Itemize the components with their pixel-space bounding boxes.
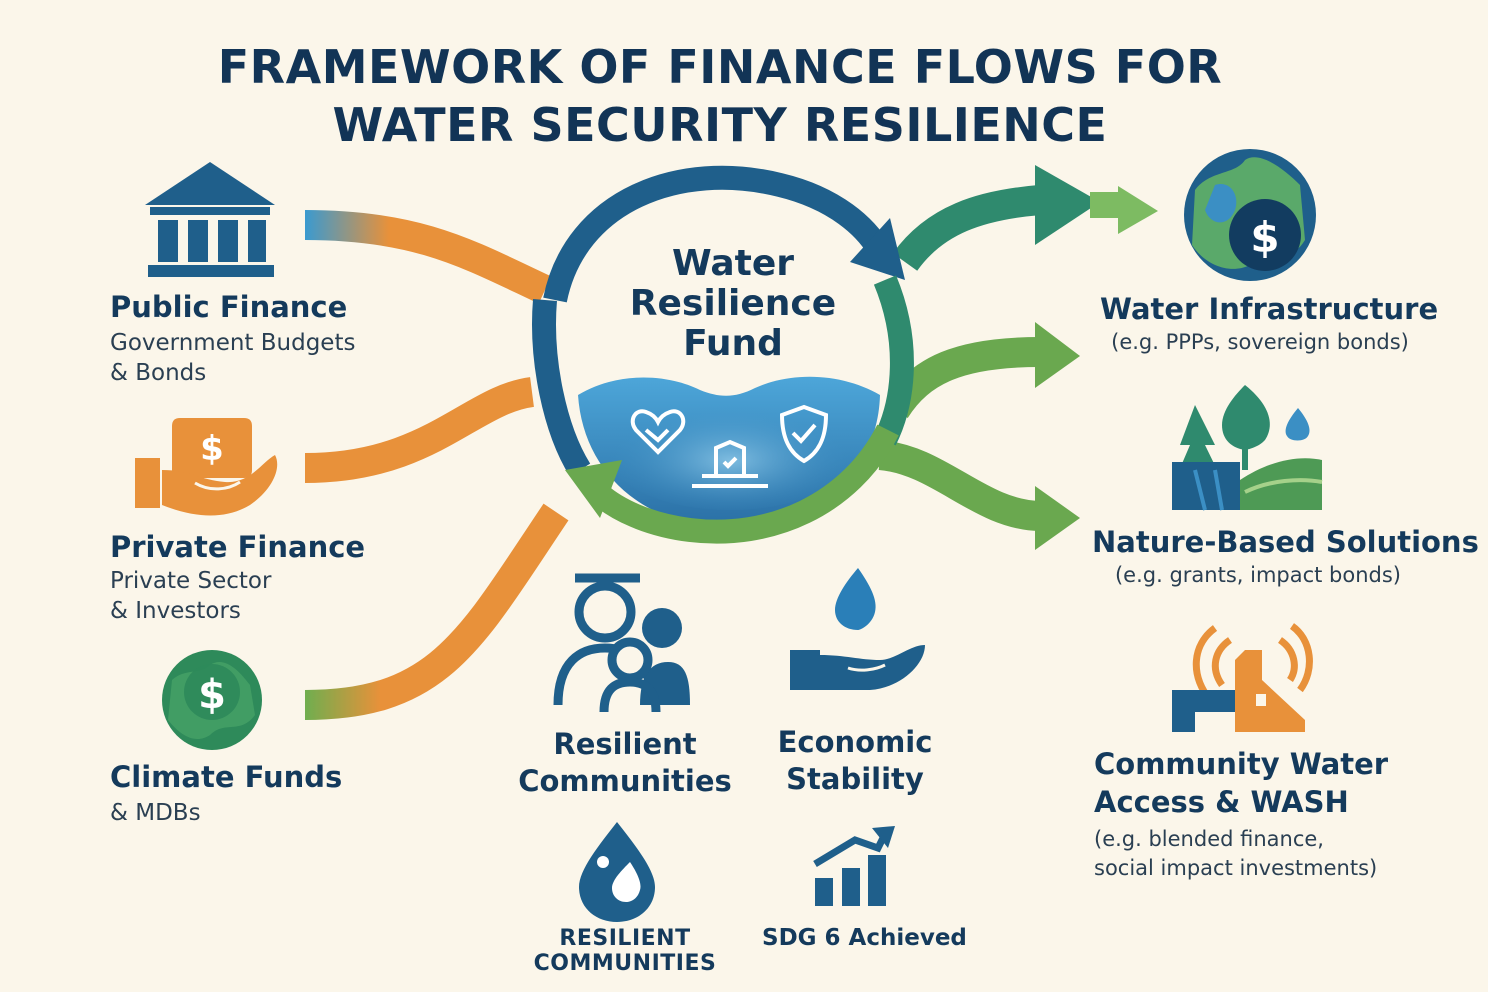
flow-arrow-community — [878, 440, 1042, 531]
climate-globe-dollar-icon: $ — [162, 650, 262, 750]
hand-coin-icon: $ — [135, 418, 278, 516]
fund-cycle-arrow-teal — [873, 275, 914, 446]
destination-subtitle: (e.g. grants, impact bonds) — [1114, 563, 1402, 587]
bank-icon — [145, 162, 275, 277]
source-public-finance: Public Finance Government Budgets & Bond… — [110, 290, 355, 388]
shield-check-icon — [779, 404, 829, 464]
title-line-2: WATER SECURITY RESILIENCE — [332, 98, 1108, 152]
source-title: Climate Funds — [110, 760, 343, 794]
destination-water-infrastructure: Water Infrastructure (e.g. PPPs, soverei… — [1100, 290, 1439, 357]
flow-arrow-public — [304, 210, 552, 304]
outcome-resilient-communities: Resilient Communities — [515, 726, 735, 800]
source-subtitle: Private Sector — [110, 568, 272, 594]
source-subtitle: Government Budgets — [110, 330, 356, 356]
tap-signal-icon — [1172, 623, 1313, 732]
flow-arrow-nature — [882, 337, 1041, 419]
arrowhead-nature — [1035, 322, 1080, 388]
water-drop-icon — [579, 822, 655, 922]
source-subtitle: & Bonds — [110, 360, 207, 386]
flow-arrow-climate — [304, 503, 569, 720]
fund-label-line-3: Fund — [683, 323, 783, 364]
destination-nature-based-solutions: Nature-Based Solutions (e.g. grants, imp… — [1092, 523, 1479, 590]
arrowhead-infrastructure-light — [1118, 186, 1158, 234]
outcome-line: Communities — [518, 764, 732, 798]
source-title: Public Finance — [110, 290, 348, 324]
arrowhead-infrastructure-dark — [1035, 165, 1100, 245]
source-subtitle: & MDBs — [110, 800, 201, 826]
page-title: FRAMEWORK OF FINANCE FLOWS FOR WATER SEC… — [0, 38, 1440, 154]
arrowhead-cycle-green — [565, 460, 622, 518]
svg-text:$: $ — [198, 672, 226, 718]
destination-title: Water Infrastructure — [1100, 292, 1439, 326]
destination-subtitle: (e.g. PPPs, sovereign bonds) — [1111, 330, 1409, 354]
source-climate-funds: Climate Funds & MDBs — [110, 760, 342, 828]
fund-cycle-arrow-blue — [543, 165, 897, 303]
source-title: Private Finance — [110, 530, 366, 564]
family-icon — [553, 573, 690, 713]
source-private-finance: Private Finance Private Sector & Investo… — [110, 530, 365, 626]
destination-title: Nature-Based Solutions — [1092, 525, 1479, 559]
destination-title: Community Water — [1094, 747, 1389, 781]
outcome-line: Resilient — [553, 727, 697, 761]
hand-drop-icon — [790, 568, 925, 690]
destination-subtitle: (e.g. blended finance, — [1094, 827, 1324, 851]
tank-platform-icon — [692, 439, 768, 488]
arrowhead-community — [1035, 486, 1080, 550]
heart-handshake-icon — [630, 409, 686, 455]
source-subtitle: & Investors — [110, 598, 241, 624]
outcome-sdg6: SDG 6 Achieved — [762, 925, 967, 951]
outcome-line: COMMUNITIES — [533, 951, 717, 976]
svg-text:$: $ — [1250, 213, 1279, 262]
globe-dollar-icon: $ — [1184, 149, 1316, 281]
flow-arrow-private — [304, 377, 535, 483]
outcome-resilient-communities-caps: RESILIENT COMMUNITIES — [515, 926, 735, 976]
outcome-economic-stability: Economic Stability — [760, 724, 950, 798]
fund-label-line-1: Water — [671, 243, 795, 284]
flow-arrow-infrastructure — [892, 185, 1042, 272]
fund-label-line-2: Resilience — [629, 283, 837, 324]
arrowhead-cycle-blue — [850, 218, 905, 280]
destination-title: Access & WASH — [1094, 785, 1349, 819]
destination-community-water: Community Water Access & WASH (e.g. blen… — [1094, 745, 1388, 883]
destination-subtitle: social impact investments) — [1094, 856, 1378, 880]
fund-label: Water Resilience Fund — [620, 244, 846, 364]
trees-landscape-icon — [1172, 385, 1323, 511]
fund-cycle-arrow-green — [586, 424, 899, 544]
outcome-line: RESILIENT — [559, 926, 691, 951]
outcome-line: Stability — [786, 762, 924, 796]
title-line-1: FRAMEWORK OF FINANCE FLOWS FOR — [217, 40, 1223, 94]
svg-text:$: $ — [200, 429, 224, 469]
bar-chart-growth-icon — [813, 826, 895, 906]
outcome-line: Economic — [777, 725, 933, 759]
